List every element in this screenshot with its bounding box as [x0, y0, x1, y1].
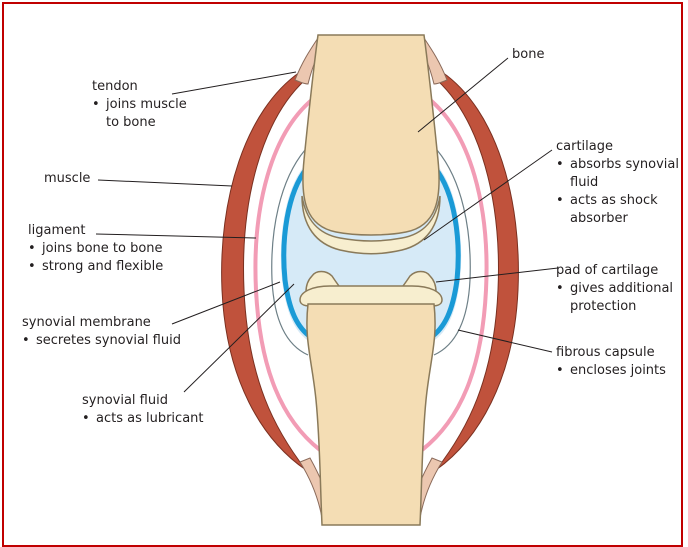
label-muscle-title: muscle — [44, 170, 90, 188]
leader-tendon — [172, 72, 296, 94]
label-synovial-fluid-point-1: acts as lubricant — [82, 410, 204, 428]
label-bone: bone — [512, 46, 544, 64]
label-pad-of-cartilage-title: pad of cartilage — [556, 262, 673, 280]
label-cartilage-title: cartilage — [556, 138, 679, 156]
upper-bone — [303, 35, 439, 235]
label-pad-of-cartilage-point-1: gives additional — [556, 280, 673, 298]
label-ligament-point-2: strong and flexible — [28, 258, 163, 276]
label-fibrous-capsule: fibrous capsule encloses joints — [556, 344, 666, 380]
label-tendon: tendon joins muscle to bone — [92, 78, 187, 132]
label-cartilage-point-4: absorber — [556, 210, 679, 228]
label-synovial-fluid: synovial fluid acts as lubricant — [82, 392, 204, 428]
leader-muscle — [98, 180, 232, 186]
label-cartilage: cartilage absorbs synovial fluid acts as… — [556, 138, 679, 228]
label-muscle: muscle — [44, 170, 90, 188]
label-fibrous-capsule-point-1: encloses joints — [556, 362, 666, 380]
label-tendon-title: tendon — [92, 78, 187, 96]
label-synovial-membrane-title: synovial membrane — [22, 314, 181, 332]
label-bone-title: bone — [512, 46, 544, 64]
label-ligament-title: ligament — [28, 222, 163, 240]
label-ligament-point-1: joins bone to bone — [28, 240, 163, 258]
label-synovial-membrane: synovial membrane secretes synovial flui… — [22, 314, 181, 350]
label-pad-of-cartilage: pad of cartilage gives additional protec… — [556, 262, 673, 316]
label-fibrous-capsule-title: fibrous capsule — [556, 344, 666, 362]
label-synovial-membrane-point-1: secretes synovial fluid — [22, 332, 181, 350]
label-cartilage-point-3: acts as shock — [556, 192, 679, 210]
label-cartilage-point-1: absorbs synovial — [556, 156, 679, 174]
lower-cartilage — [300, 286, 442, 306]
lower-bone — [307, 304, 435, 525]
label-tendon-point-1: joins muscle — [92, 96, 187, 114]
label-cartilage-point-2: fluid — [556, 174, 679, 192]
label-tendon-point-2: to bone — [92, 114, 187, 132]
label-ligament: ligament joins bone to bone strong and f… — [28, 222, 163, 276]
label-synovial-fluid-title: synovial fluid — [82, 392, 204, 410]
label-pad-of-cartilage-point-2: protection — [556, 298, 673, 316]
